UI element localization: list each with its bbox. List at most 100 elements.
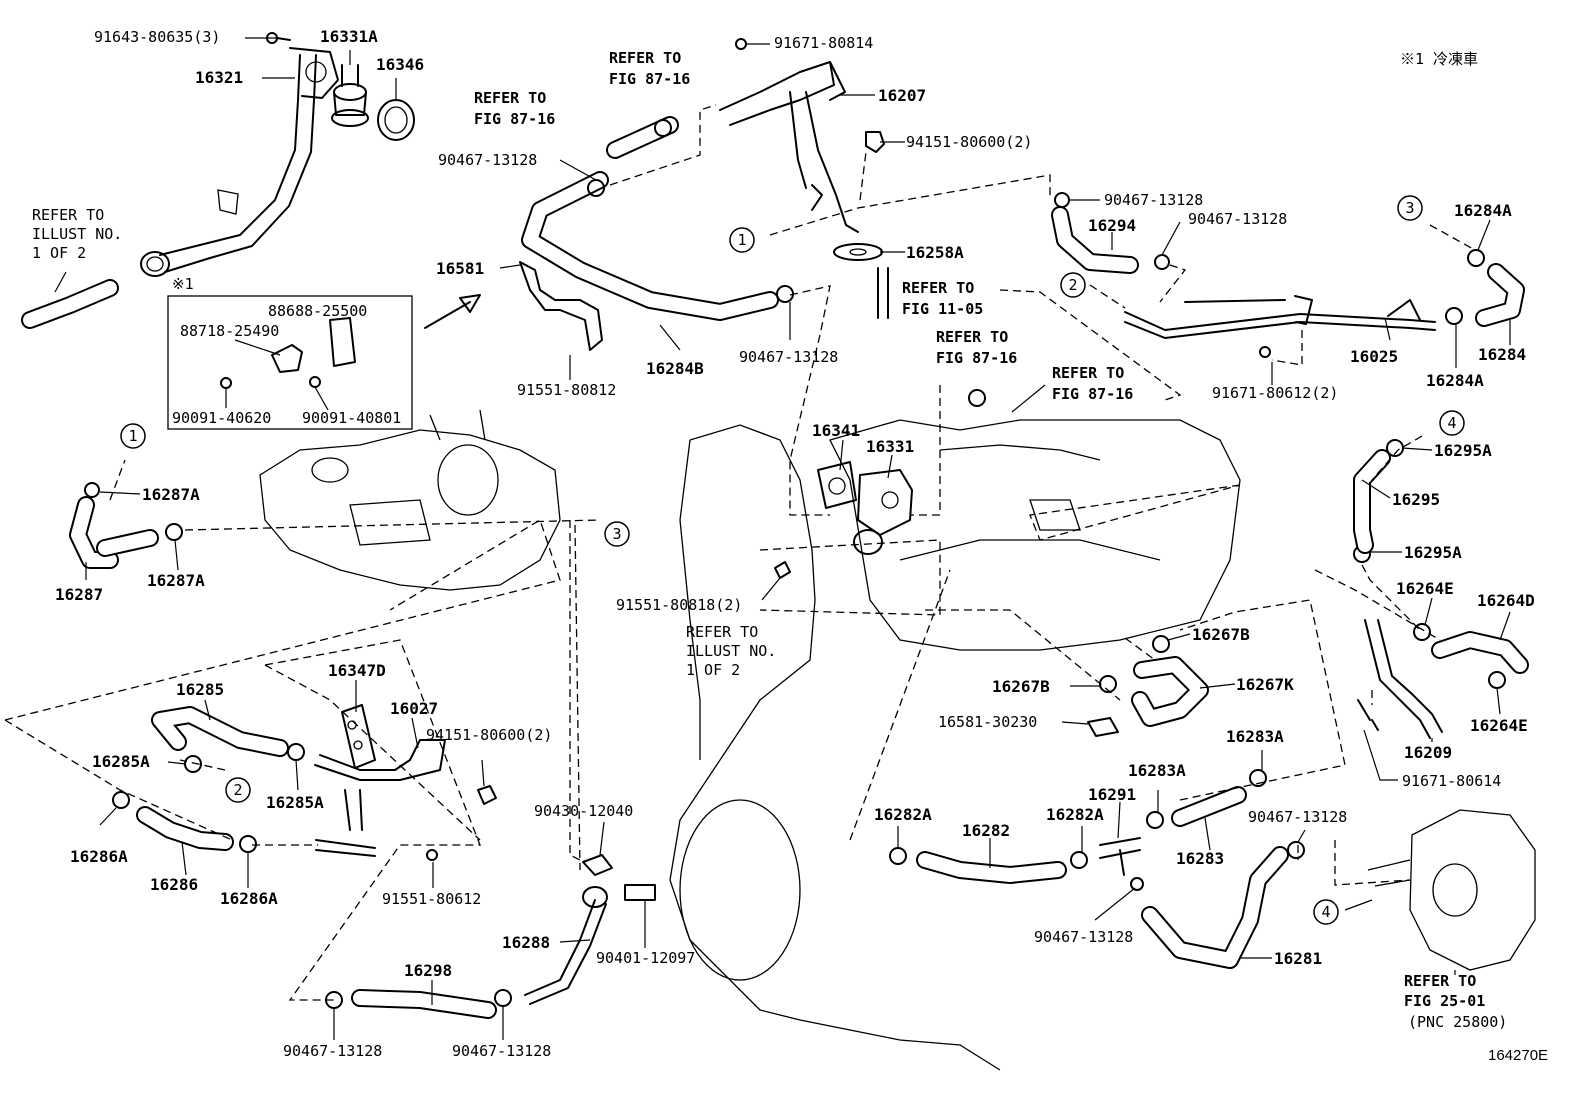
- label-16287a-bottom: 16287A: [147, 571, 205, 590]
- pipe-16027: [314, 739, 446, 831]
- label-91671-80814: 91671-80814: [774, 34, 873, 52]
- ref-illust-top-line3: 1 OF 2: [32, 244, 86, 262]
- ref-fig8716-b-line2: FIG 87-16: [474, 110, 555, 128]
- label-16283a-top: 16283A: [1226, 727, 1284, 746]
- svg-text:1: 1: [128, 427, 137, 445]
- water-pipe-16025: [1124, 295, 1436, 358]
- label-16267b-bottom: 16267B: [992, 677, 1050, 696]
- label-16285: 16285: [176, 680, 224, 699]
- label-16288: 16288: [502, 933, 550, 952]
- ref-fig8716-c-line1: REFER TO: [936, 328, 1008, 346]
- svg-text:2: 2: [233, 781, 242, 799]
- label-16295: 16295: [1392, 490, 1440, 509]
- label-91551-80812: 91551-80812: [517, 381, 616, 399]
- label-16581-30230: 16581-30230: [938, 713, 1037, 731]
- water-bypass-pipe-16207: [719, 38, 859, 233]
- callout-2-upper: 2: [1060, 272, 1086, 298]
- ref-fig8716-b-line1: REFER TO: [474, 89, 546, 107]
- ref-fig8716-a-line2: FIG 87-16: [609, 70, 690, 88]
- svg-text:4: 4: [1447, 414, 1456, 432]
- label-16207: 16207: [878, 86, 926, 105]
- label-91671-80614: 91671-80614: [1402, 772, 1501, 790]
- label-88688-25500: 88688-25500: [268, 302, 367, 320]
- label-16295a-top: 16295A: [1434, 441, 1492, 460]
- label-16209: 16209: [1404, 743, 1452, 762]
- label-91671-80612: 91671-80612(2): [1212, 384, 1338, 402]
- label-16331: 16331: [866, 437, 914, 456]
- svg-text:4: 4: [1321, 903, 1330, 921]
- engine-block-main: [669, 419, 1241, 1071]
- callout-1-upper: 1: [729, 227, 755, 253]
- label-91551-80818: 91551-80818(2): [616, 596, 742, 614]
- label-16346: 16346: [376, 55, 424, 74]
- label-16298: 16298: [404, 961, 452, 980]
- leader-lines: [54, 37, 1511, 1040]
- label-91643-80635: 91643-80635(3): [94, 28, 220, 46]
- asterisk-mark: ※1: [172, 275, 194, 293]
- label-16321: 16321: [195, 68, 243, 87]
- ref-fig2501-line1: REFER TO: [1404, 972, 1476, 990]
- thermostat-16331a: [331, 64, 369, 127]
- diagram-code: 164270E: [1488, 1047, 1548, 1064]
- label-94151-80600-top: 94151-80600(2): [906, 133, 1032, 151]
- label-90467-13128-b: 90467-13128: [739, 348, 838, 366]
- ref-illust-top-line2: ILLUST NO.: [32, 225, 122, 243]
- label-16282: 16282: [962, 821, 1010, 840]
- ref-fig8716-c-line2: FIG 87-16: [936, 349, 1017, 367]
- label-16331a: 16331A: [320, 27, 378, 46]
- water-outlet-pipe-16321: [140, 47, 339, 277]
- callout-4-upper: 4: [1439, 410, 1465, 436]
- ref-illust-mid-line2: ILLUST NO.: [686, 642, 776, 660]
- label-90467-13128-a: 90467-13128: [438, 151, 537, 169]
- label-90467-13128-f: 90467-13128: [452, 1042, 551, 1060]
- ref-fig2501-line3: (PNC 25800): [1408, 1013, 1507, 1031]
- label-16285a-mid: 16285A: [266, 793, 324, 812]
- svg-text:2: 2: [1068, 276, 1077, 294]
- label-16287a-top: 16287A: [142, 485, 200, 504]
- label-16287: 16287: [55, 585, 103, 604]
- label-16295a-bottom: 16295A: [1404, 543, 1462, 562]
- label-16267k: 16267K: [1236, 675, 1294, 694]
- label-16025: 16025: [1350, 347, 1398, 366]
- ref-fig1105-line2: FIG 11-05: [902, 300, 983, 318]
- gasket-16341: [817, 461, 857, 509]
- label-16284a-bottom: 16284A: [1426, 371, 1484, 390]
- label-16294: 16294: [1088, 216, 1136, 235]
- label-16264d: 16264D: [1477, 591, 1535, 610]
- hose-16284b: [521, 171, 779, 321]
- label-16283: 16283: [1176, 849, 1224, 868]
- callout-1-left: 1: [120, 423, 146, 449]
- ref-fig1105-line1: REFER TO: [902, 279, 974, 297]
- label-90467-13128-h: 90467-13128: [1034, 928, 1133, 946]
- label-16581: 16581: [436, 259, 484, 278]
- label-16284: 16284: [1478, 345, 1526, 364]
- refrigeration-note: ※1 冷凍車: [1400, 50, 1478, 68]
- label-90430-12040: 90430-12040: [534, 802, 633, 820]
- label-16258a: 16258A: [906, 243, 964, 262]
- label-90467-13128-d: 90467-13128: [1188, 210, 1287, 228]
- label-90091-40620: 90091-40620: [172, 409, 271, 427]
- water-outlet-16331: [853, 469, 913, 555]
- part-drawings: [21, 32, 1536, 1071]
- label-16341: 16341: [812, 421, 860, 440]
- label-16282a-right: 16282A: [1046, 805, 1104, 824]
- ref-illust-mid-line3: 1 OF 2: [686, 661, 740, 679]
- label-90401-12097: 90401-12097: [596, 949, 695, 967]
- label-16284a-top: 16284A: [1454, 201, 1512, 220]
- label-16286: 16286: [150, 875, 198, 894]
- gasket-16346: [377, 99, 415, 141]
- hose-clamps: [84, 119, 1506, 1009]
- inset-box: [167, 295, 413, 430]
- ref-fig8716-a-line1: REFER TO: [609, 49, 681, 67]
- svg-text:1: 1: [737, 231, 746, 249]
- label-90091-40801: 90091-40801: [302, 409, 401, 427]
- label-16027: 16027: [390, 699, 438, 718]
- callout-3-left: 3: [604, 521, 630, 547]
- ref-illust-mid-line1: REFER TO: [686, 623, 758, 641]
- callout-4-lower: 4: [1313, 899, 1339, 925]
- label-16267b-top: 16267B: [1192, 625, 1250, 644]
- ref-fig2501-line2: FIG 25-01: [1404, 992, 1485, 1010]
- svg-text:3: 3: [1405, 199, 1414, 217]
- water-pump: [1367, 809, 1536, 971]
- label-88718-25490: 88718-25490: [180, 322, 279, 340]
